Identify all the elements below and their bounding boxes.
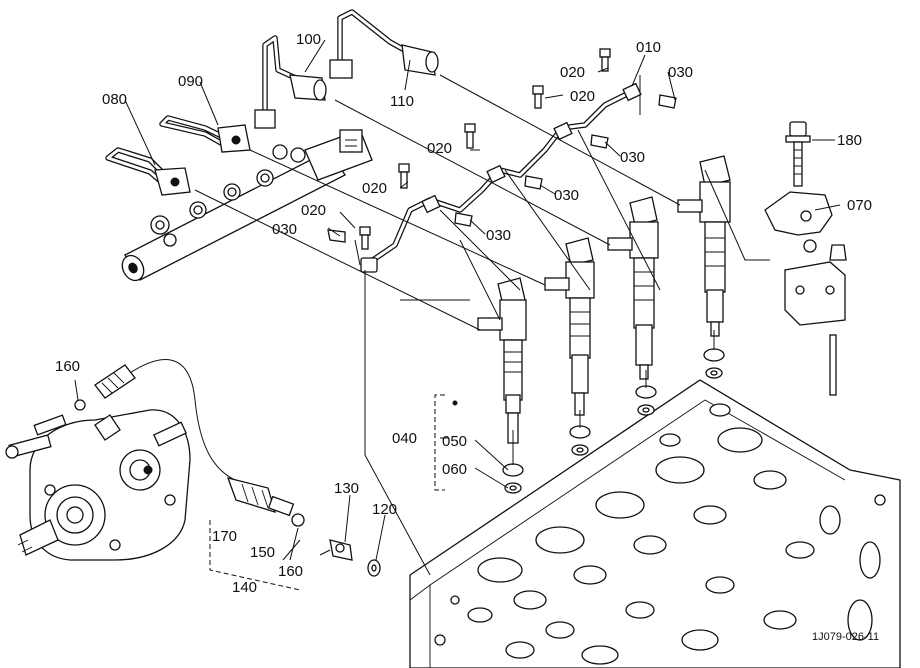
callout-020-e: 020 <box>560 64 585 81</box>
injector-2 <box>544 237 595 416</box>
hollow-bolt-020-c <box>464 123 476 149</box>
callout-100: 100 <box>296 31 321 48</box>
hollow-bolt-020-e <box>599 48 611 72</box>
common-rail <box>121 129 373 282</box>
pressure-pipe-assembly <box>74 359 305 527</box>
callout-120: 120 <box>372 501 397 518</box>
injection-pipe-080 <box>105 147 191 196</box>
callout-090: 090 <box>178 73 203 90</box>
injection-pipe-100 <box>254 35 327 129</box>
callout-020-b: 020 <box>362 180 387 197</box>
callout-030-e: 030 <box>620 149 645 166</box>
clamp-bolt-180 <box>785 121 811 187</box>
sensor-130 <box>329 539 353 561</box>
callout-160-b: 160 <box>278 563 303 580</box>
hollow-bolts <box>359 48 611 250</box>
callout-060: 060 <box>442 461 467 478</box>
callout-040: 040 <box>392 430 417 447</box>
callout-020-c: 020 <box>427 140 452 157</box>
callout-030-c: 030 <box>486 227 511 244</box>
callout-150: 150 <box>250 544 275 561</box>
hollow-bolt-020-a <box>359 226 371 250</box>
callout-050: 050 <box>442 433 467 450</box>
leak-off-pipe <box>360 82 642 273</box>
callout-020-a: 020 <box>301 202 326 219</box>
injector-4 <box>677 155 731 337</box>
leader-lines <box>194 74 770 576</box>
group-brackets <box>209 394 445 591</box>
callout-030-d: 030 <box>554 187 579 204</box>
injector-clamp <box>764 191 847 396</box>
callout-160-a: 160 <box>55 358 80 375</box>
clips-030 <box>327 94 677 243</box>
callout-080: 080 <box>102 91 127 108</box>
injector-1 <box>477 277 527 444</box>
cylinder-head <box>409 379 901 668</box>
hollow-bolt-020-b <box>398 163 410 189</box>
washer-120 <box>367 559 381 577</box>
callout-leaders <box>74 39 841 561</box>
injector-seals <box>502 348 725 494</box>
callout-130: 130 <box>334 480 359 497</box>
cylinder-head-ports <box>434 403 886 665</box>
callout-030-a: 030 <box>272 221 297 238</box>
callout-030-f: 030 <box>668 64 693 81</box>
callout-020-d: 020 <box>570 88 595 105</box>
callout-170: 170 <box>212 528 237 545</box>
callout-180: 180 <box>837 132 862 149</box>
callout-110: 110 <box>390 93 414 110</box>
callout-010: 010 <box>636 39 661 56</box>
rail-outlet-ports <box>150 144 306 247</box>
drawing-number: 1J079-026-11 <box>812 631 879 643</box>
callout-070: 070 <box>847 197 872 214</box>
injection-pipe-110 <box>329 9 439 79</box>
hollow-bolt-020-d <box>532 85 544 109</box>
callout-labels: 100 110 090 080 010 020 020 020 020 020 … <box>55 31 872 596</box>
injection-pump <box>5 409 191 561</box>
injector-3 <box>607 196 659 380</box>
callout-140: 140 <box>232 579 257 596</box>
injection-pipe-090 <box>159 115 251 153</box>
